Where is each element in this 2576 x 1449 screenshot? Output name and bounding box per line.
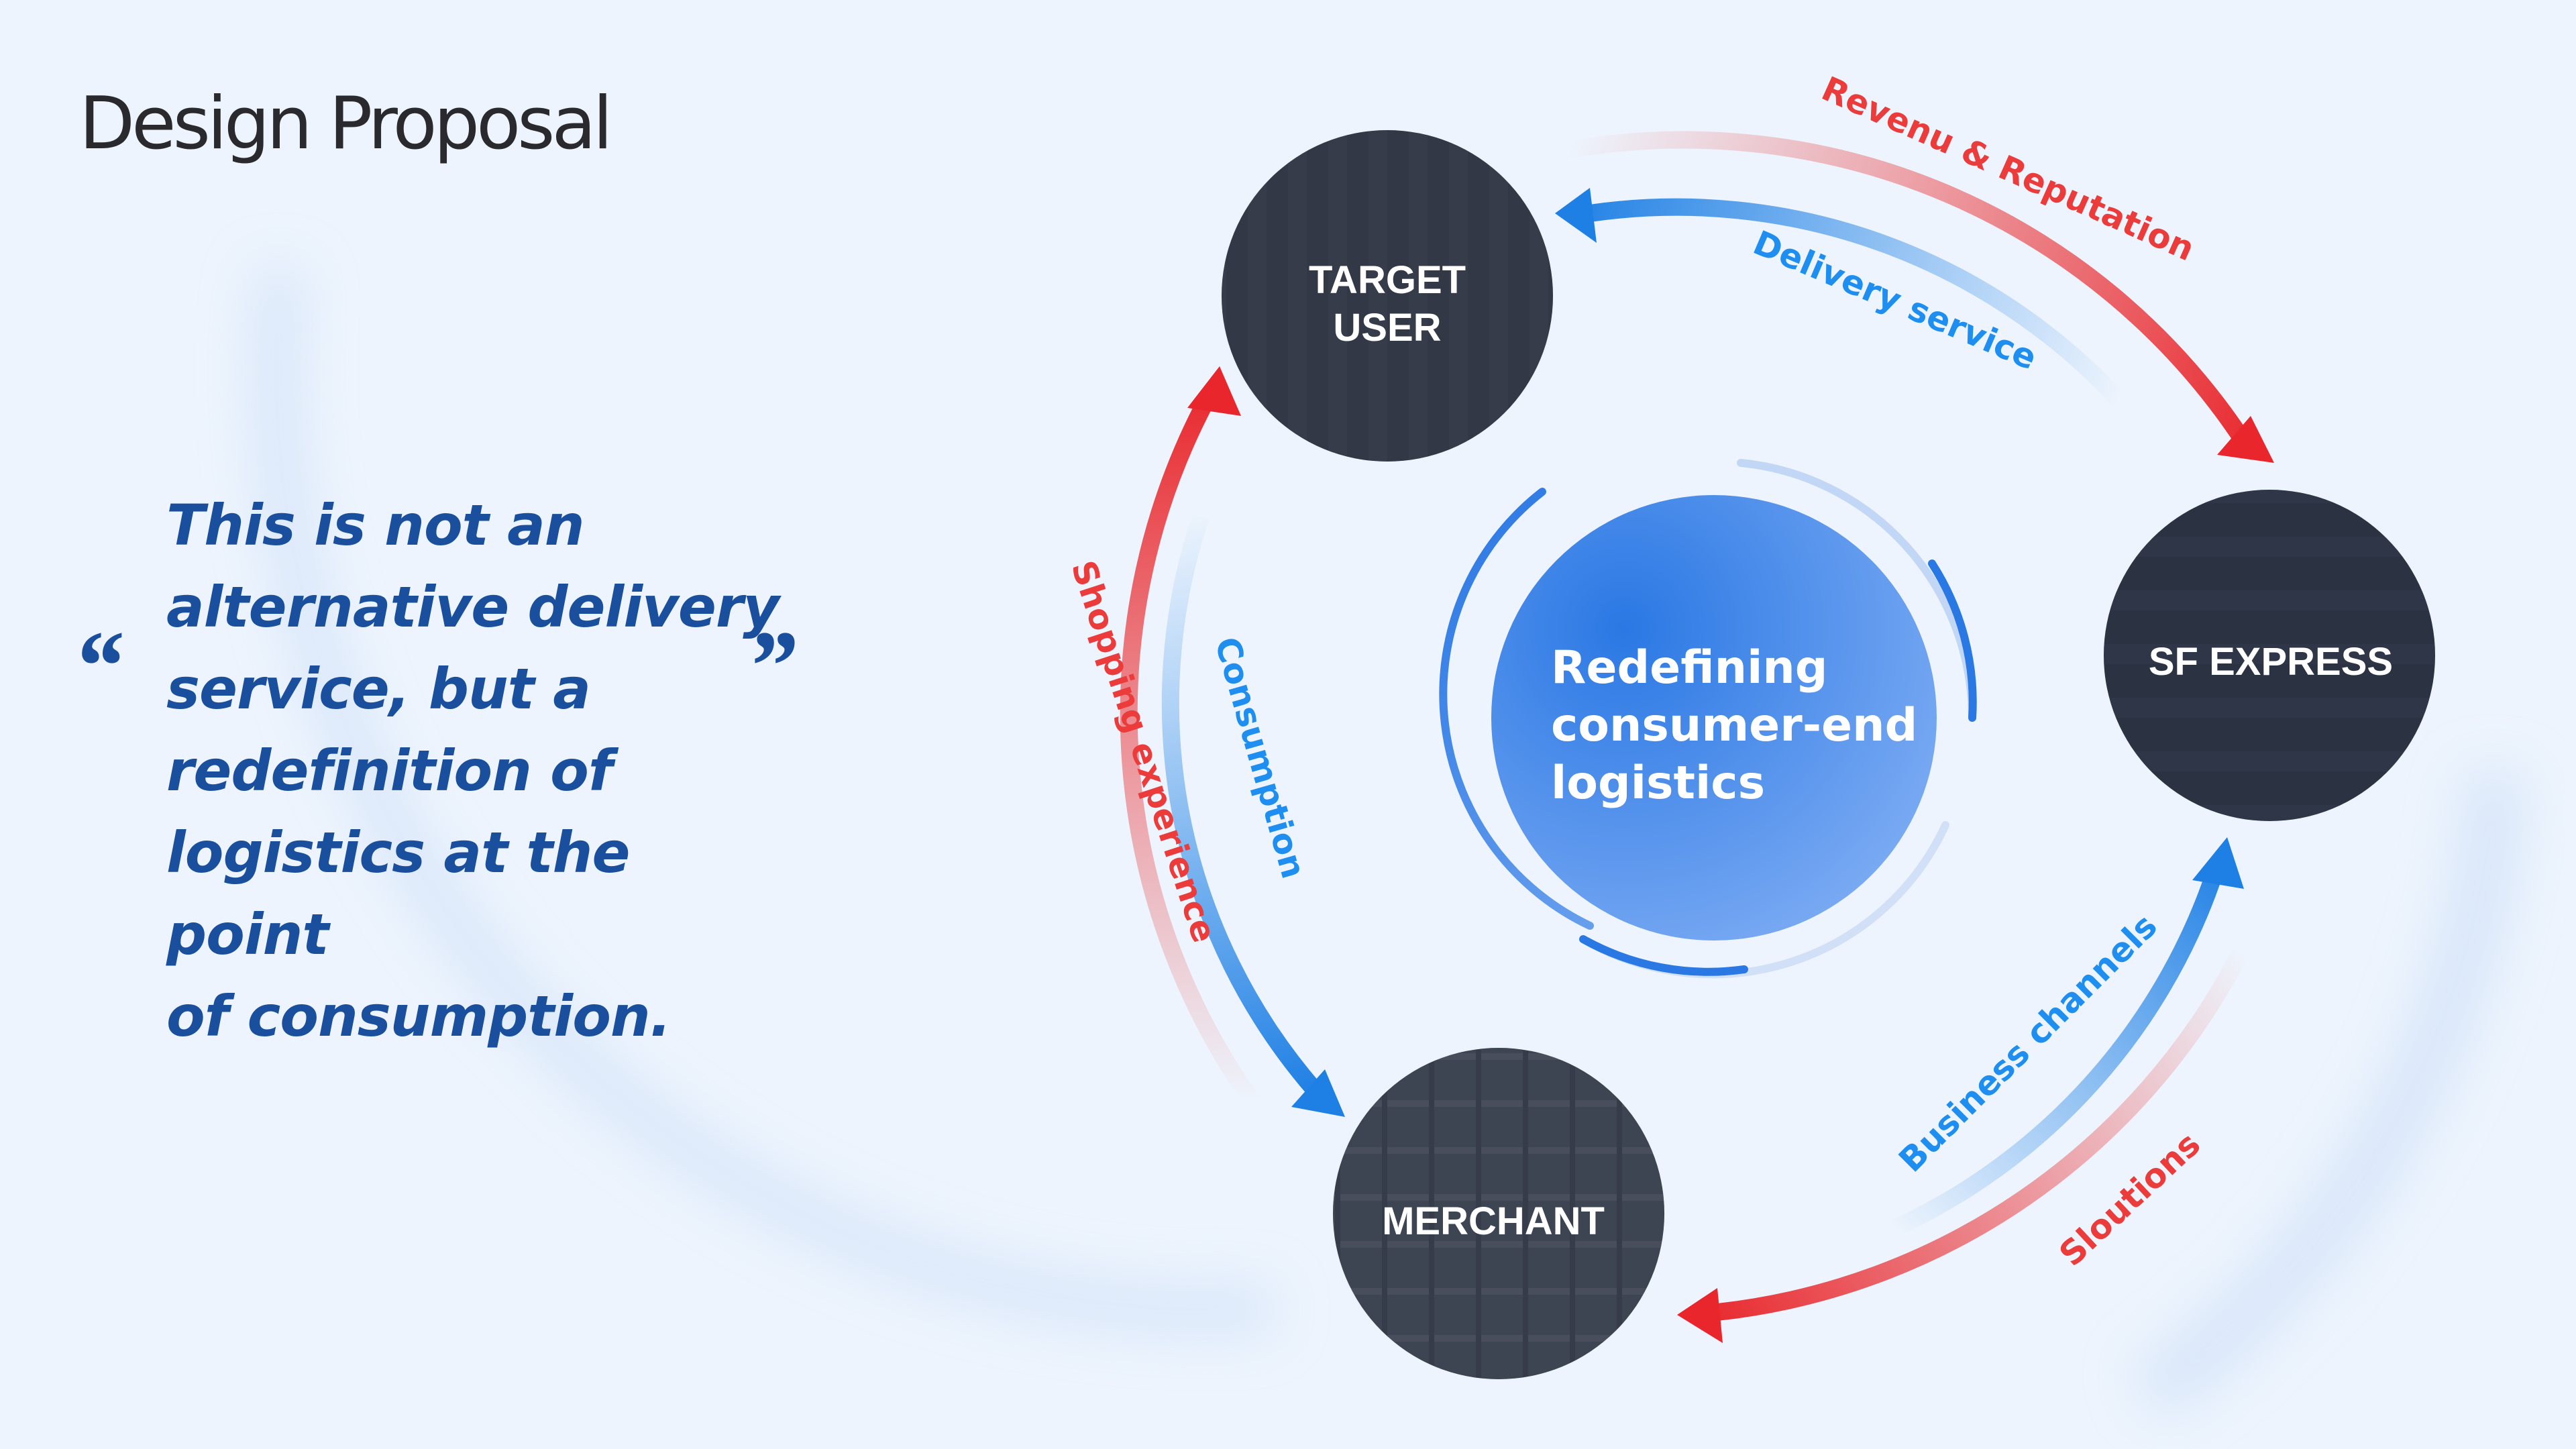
quote-text: This is not an alternative delivery serv… bbox=[166, 484, 810, 1057]
center-label-line2: consumer-end bbox=[1551, 699, 1917, 752]
close-quote-mark: ” bbox=[746, 610, 796, 722]
solutions-label: Sloutions bbox=[2052, 1124, 2208, 1273]
consumption-arrowhead bbox=[1291, 1069, 1345, 1117]
consumption-arrow bbox=[1161, 513, 1322, 1096]
quote-line: of consumption. bbox=[166, 983, 672, 1049]
quote-line: alternative delivery bbox=[166, 574, 780, 640]
target-user-label-line1: TARGET bbox=[1309, 258, 1466, 302]
center-ring-right-blue bbox=[1928, 559, 1977, 722]
delivery-arrow bbox=[1589, 198, 2140, 422]
quote-line: service, but a bbox=[166, 656, 591, 722]
node-target-user: TARGET USER bbox=[1222, 130, 1553, 462]
revenue-arrow bbox=[1534, 131, 2252, 448]
quote-line: This is not an bbox=[166, 492, 585, 558]
center-label-line3: logistics bbox=[1551, 757, 1765, 810]
sf-express-label: SF EXPRESS bbox=[2149, 640, 2393, 684]
business-arrowhead bbox=[2192, 837, 2244, 889]
center-outer-ring bbox=[1439, 488, 1594, 930]
business-arrow bbox=[1862, 862, 2226, 1250]
node-sf-express: SF EXPRESS bbox=[2104, 490, 2435, 821]
node-merchant: MERCHANT bbox=[1333, 1048, 1664, 1379]
center-ring-bottom-blue bbox=[1579, 935, 1748, 976]
quote-line: logistics at the point bbox=[166, 820, 630, 967]
solutions-arrow bbox=[1716, 949, 2249, 1321]
quote-line: redefinition of bbox=[166, 738, 612, 804]
center-label-line1: Redefining bbox=[1551, 641, 1827, 694]
merchant-label: MERCHANT bbox=[1382, 1199, 1605, 1243]
solutions-arrowhead bbox=[1677, 1288, 1723, 1343]
revenue-arrowhead bbox=[2217, 416, 2274, 463]
shopping-arrow bbox=[1120, 391, 1269, 1119]
consumption-label: Consumption bbox=[1207, 633, 1313, 882]
shopping-arrowhead bbox=[1187, 366, 1241, 416]
center-circle bbox=[1491, 495, 1937, 941]
target-user-label-line2: USER bbox=[1333, 306, 1441, 350]
delivery-arrowhead bbox=[1555, 188, 1597, 243]
page-title: Design Proposal bbox=[79, 82, 613, 166]
open-quote-mark: “ bbox=[72, 610, 123, 722]
